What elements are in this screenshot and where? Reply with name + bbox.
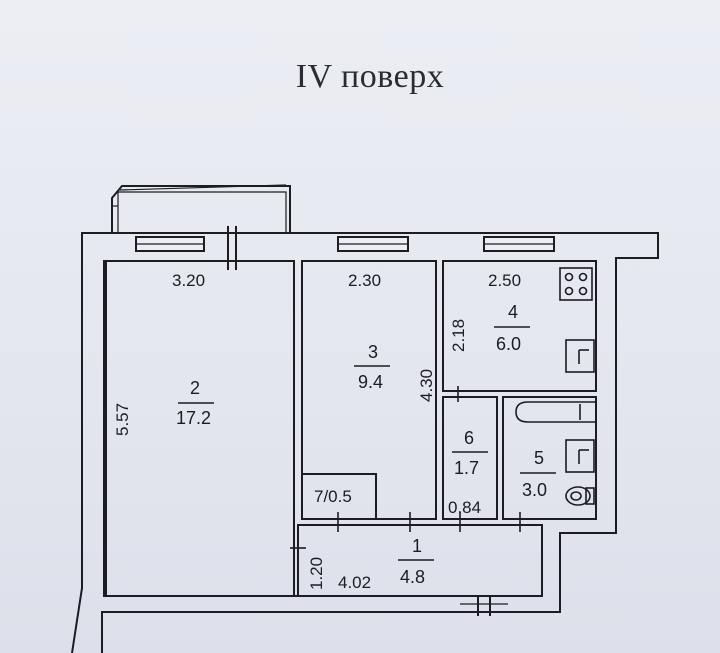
floor-title: IV поверх	[295, 58, 445, 95]
balcony	[111, 184, 291, 233]
window-room-3	[337, 236, 409, 252]
bathtub-icon	[515, 401, 596, 423]
room-3-number: 3	[368, 342, 378, 362]
room-2-area: 17.2	[176, 408, 211, 428]
room-4-number: 4	[508, 302, 518, 322]
dim-room3-width: 2.30	[348, 271, 381, 290]
room-2	[105, 260, 295, 597]
dim-room1-length: 4.02	[338, 573, 371, 592]
dim-room4-depth: 2.18	[449, 319, 468, 352]
dim-room6-width: 0.84	[448, 498, 481, 517]
entry-door	[460, 596, 508, 616]
room-1	[297, 524, 543, 597]
closet-7-label: 7/0.5	[314, 487, 352, 506]
dim-room2-length: 5.57	[113, 403, 132, 436]
room-6	[442, 396, 498, 520]
dim-room4-width: 2.50	[488, 271, 521, 290]
window-room-2	[135, 236, 205, 252]
room-3-area: 9.4	[358, 372, 383, 392]
room-5-area: 3.0	[522, 480, 547, 500]
room-4-area: 6.0	[496, 334, 521, 354]
dim-room2-width: 3.20	[172, 271, 205, 290]
room-6-area: 1.7	[454, 458, 479, 478]
closet-7	[301, 473, 377, 520]
stove-icon	[559, 267, 593, 301]
door-marks	[290, 386, 521, 549]
dim-room3-length: 4.30	[417, 369, 436, 402]
balcony-door	[227, 226, 237, 270]
window-room-4	[483, 236, 555, 252]
room-1-number: 1	[412, 536, 422, 556]
room-2-number: 2	[190, 378, 200, 398]
room-5	[502, 396, 597, 520]
room-5-number: 5	[534, 448, 544, 468]
room-4	[442, 260, 597, 392]
sink-icon	[565, 339, 595, 373]
room-6-number: 6	[464, 428, 474, 448]
dim-room1-depth: 1.20	[307, 557, 326, 590]
toilet-icon	[565, 486, 595, 506]
room-1-area: 4.8	[400, 567, 425, 587]
bath-sink-icon	[565, 439, 595, 473]
